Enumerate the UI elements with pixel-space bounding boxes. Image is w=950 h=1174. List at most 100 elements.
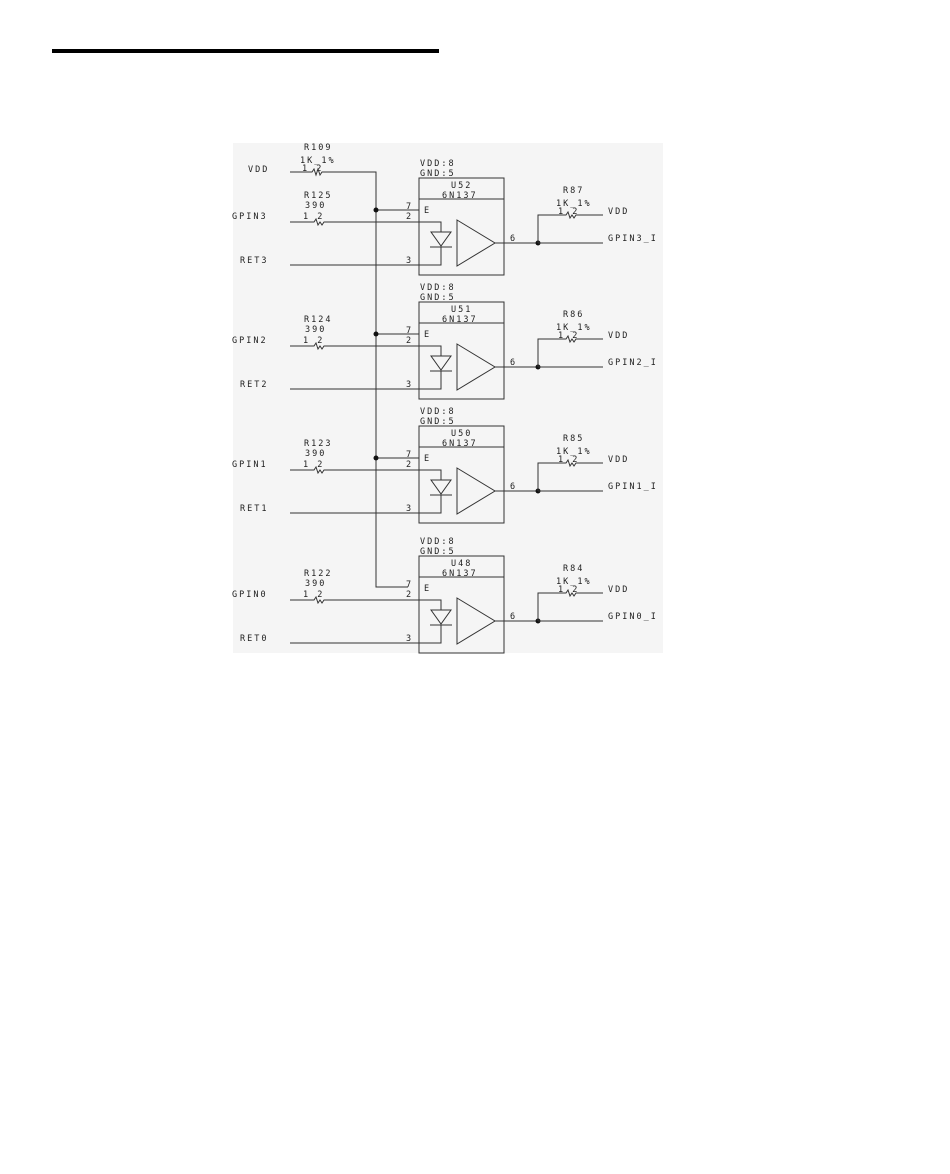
ic-ref: U51 [451, 305, 472, 315]
header-rule [52, 49, 439, 53]
buffer-symbol [456, 219, 496, 267]
ic-ground-label: GND:5 [420, 417, 456, 427]
output-res-value: 1K_1% [556, 323, 592, 333]
ic-part: 6N137 [442, 439, 478, 449]
input-res-value: 390 [305, 449, 326, 459]
junction-dot [373, 455, 379, 461]
input-net-label: GPIN0 [232, 590, 268, 600]
pin-2-label: 2 [406, 590, 413, 600]
output-net-label: GPIN3_I [608, 234, 658, 244]
led-cathode-wire [419, 625, 442, 644]
ic-body [418, 555, 505, 654]
input-res-pins: 1 2 [303, 212, 324, 222]
led-symbol [430, 609, 452, 625]
led-symbol [430, 479, 452, 495]
output-net-label: GPIN2_I [608, 358, 658, 368]
output-res-ref: R87 [563, 186, 584, 196]
return-net-label: RET2 [240, 380, 268, 390]
supply-bus-wire [290, 167, 408, 588]
ic-power-label: VDD:8 [420, 407, 456, 417]
led-cathode-wire [419, 495, 442, 514]
input-res-value: 390 [305, 325, 326, 335]
return-net-label: RET0 [240, 634, 268, 644]
pin-3-label: 3 [406, 256, 413, 266]
output-net-label: GPIN1_I [608, 482, 658, 492]
pin-7-label: 7 [406, 580, 413, 590]
led-symbol [430, 231, 452, 247]
ic-body [418, 177, 505, 276]
output-res-value: 1K_1% [556, 577, 592, 587]
output-supply-label: VDD [608, 331, 629, 341]
r109-value: 1K_1% [300, 156, 336, 166]
led-symbol [430, 355, 452, 371]
input-res-pins: 1 2 [303, 590, 324, 600]
enable-label: E [424, 584, 431, 594]
pull-up-wire [537, 588, 603, 621]
enable-label: E [424, 330, 431, 340]
output-res-ref: R84 [563, 564, 584, 574]
enable-label: E [424, 206, 431, 216]
input-wire [290, 341, 442, 356]
input-res-pins: 1 2 [303, 460, 324, 470]
output-res-value: 1K_1% [556, 199, 592, 209]
r109-pins: 1 2 [302, 164, 323, 174]
pin-7-label: 7 [406, 202, 413, 212]
output-supply-label: VDD [608, 585, 629, 595]
input-net-label: GPIN3 [232, 212, 268, 222]
output-pin-label: 6 [510, 612, 517, 622]
ic-part: 6N137 [442, 191, 478, 201]
junction-dot [373, 331, 379, 337]
ic-ground-label: GND:5 [420, 293, 456, 303]
ic-power-label: VDD:8 [420, 159, 456, 169]
output-res-ref: R86 [563, 310, 584, 320]
ic-power-label: VDD:8 [420, 537, 456, 547]
schematic-background [233, 143, 663, 653]
ic-part: 6N137 [442, 569, 478, 579]
input-wire [290, 595, 442, 610]
supply-net-label: VDD [248, 165, 269, 175]
output-pin-label: 6 [510, 358, 517, 368]
input-wire [290, 217, 442, 232]
r109-ref: R109 [304, 143, 332, 153]
pin-2-label: 2 [406, 460, 413, 470]
supply-resistor-r109: R109 1K_1% 1 2 VDD [248, 143, 408, 588]
pull-up-wire [537, 334, 603, 367]
output-pin-label: 6 [510, 482, 517, 492]
led-cathode-wire [419, 371, 442, 390]
input-res-pins: 1 2 [303, 336, 324, 346]
input-wire [290, 465, 442, 480]
pull-up-wire [537, 458, 603, 491]
output-res-value: 1K_1% [556, 447, 592, 457]
enable-label: E [424, 454, 431, 464]
return-net-label: RET1 [240, 504, 268, 514]
pin-3-label: 3 [406, 634, 413, 644]
return-net-label: RET3 [240, 256, 268, 266]
ic-ground-label: GND:5 [420, 169, 456, 179]
input-net-label: GPIN1 [232, 460, 268, 470]
ic-ref: U52 [451, 181, 472, 191]
pull-up-wire [537, 210, 603, 243]
ic-ground-label: GND:5 [420, 547, 456, 557]
output-supply-label: VDD [608, 455, 629, 465]
ic-body [418, 425, 505, 524]
input-res-ref: R124 [304, 315, 332, 325]
input-res-value: 390 [305, 201, 326, 211]
output-supply-label: VDD [608, 207, 629, 217]
buffer-symbol [456, 597, 496, 645]
pin-2-label: 2 [406, 212, 413, 222]
pin-3-label: 3 [406, 504, 413, 514]
input-res-ref: R123 [304, 439, 332, 449]
output-res-ref: R85 [563, 434, 584, 444]
pin-2-label: 2 [406, 336, 413, 346]
buffer-symbol [456, 343, 496, 391]
output-pin-label: 6 [510, 234, 517, 244]
ic-power-label: VDD:8 [420, 283, 456, 293]
pin-7-label: 7 [406, 326, 413, 336]
ic-body [418, 301, 505, 400]
led-cathode-wire [419, 247, 442, 266]
